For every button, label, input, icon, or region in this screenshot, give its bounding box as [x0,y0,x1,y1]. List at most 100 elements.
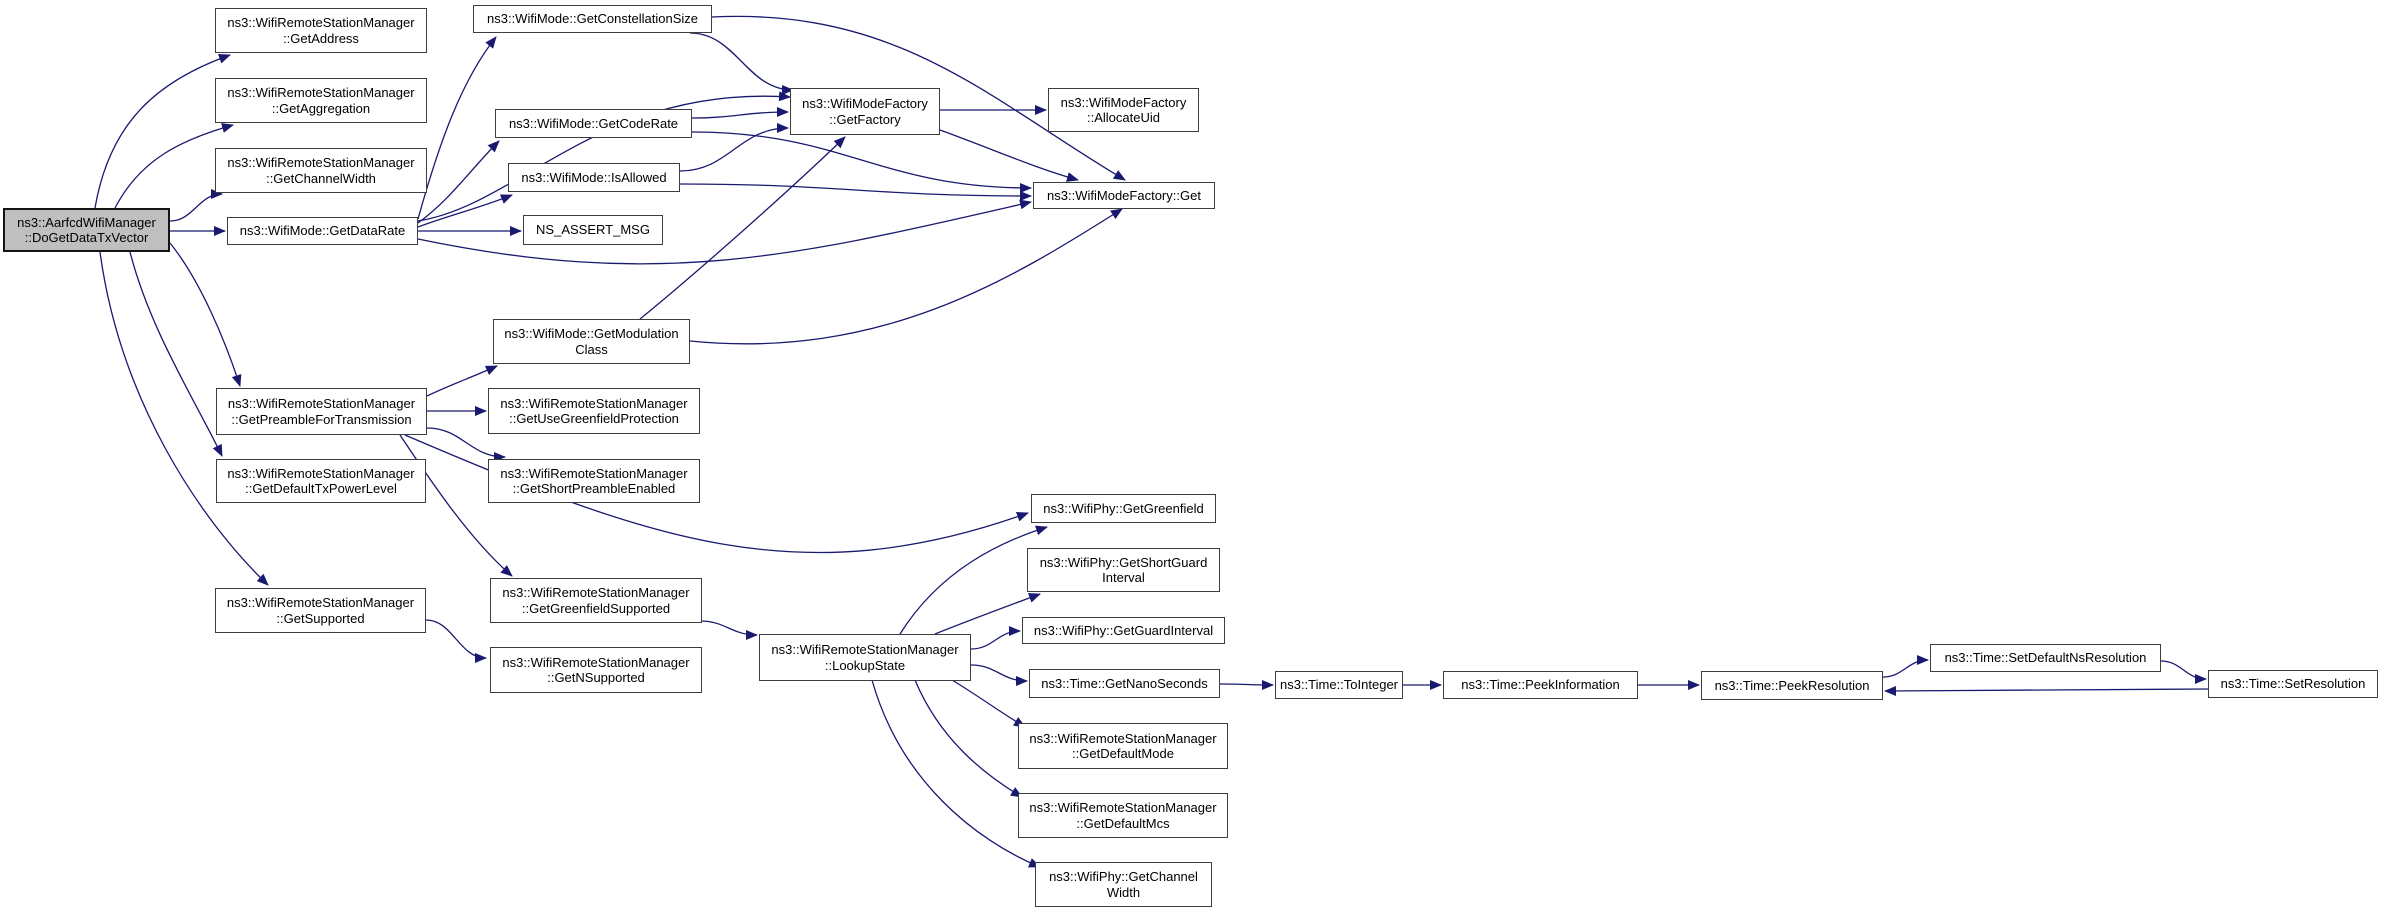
node-label: ns3::Time::ToInteger [1279,677,1398,693]
edge-root-sup [99,251,269,586]
node-label: Interval [1102,570,1145,585]
edge-ia-get [679,183,1032,201]
node-label: ::AllocateUid [1087,110,1160,125]
node-label: ns3::WifiMode::GetConstellationSize [487,11,698,27]
edge-ls-pchw [871,679,1041,868]
node-label: ns3::WifiPhy::GetChannel [1049,869,1198,884]
edge-dr-fac [417,91,791,222]
node-label: ::GetPreambleForTransmission [231,411,412,427]
node-fac[interactable]: ns3::WifiModeFactory::GetFactory [790,88,940,135]
node-spe[interactable]: ns3::WifiRemoteStationManager::GetShortP… [488,459,700,503]
node-nsup[interactable]: ns3::WifiRemoteStationManager::GetNSuppo… [490,647,702,693]
node-label: ns3::WifiModeFactory [802,96,928,111]
node-pre[interactable]: ns3::WifiRemoteStationManager::GetPreamb… [216,388,427,435]
node-label: ns3::Time::GetNanoSeconds [1041,675,1208,691]
node-ia[interactable]: ns3::WifiMode::IsAllowed [508,163,680,192]
edge-mc-fac [639,136,846,320]
node-get[interactable]: ns3::WifiModeFactory::Get [1033,182,1215,209]
node-dmcs[interactable]: ns3::WifiRemoteStationManager::GetDefaul… [1018,793,1228,838]
edge-ls-dmode [951,679,1026,728]
edge-ls-gf [899,525,1048,635]
edge-pre-gfs [399,434,513,577]
node-label: ns3::WifiRemoteStationManager [500,465,688,481]
node-label: Class [575,341,608,357]
node-label: ns3::Time::PeekResolution [1714,677,1870,693]
node-gi[interactable]: ns3::WifiPhy::GetGuardInterval [1022,617,1225,644]
edge-mc-get [689,208,1123,345]
node-label: ns3::WifiModeFactory::Get [1047,187,1201,203]
edge-sup-nsup [425,619,487,663]
node-label: ns3::WifiMode::GetModulation [504,326,679,341]
node-label: ns3::WifiMode::GetCodeRate [508,115,679,131]
node-am[interactable]: NS_ASSERT_MSG [523,215,663,245]
node-label: ::GetGreenfieldSupported [521,600,671,616]
edge-sres-pres [1884,685,2209,696]
node-label: ns3::WifiRemoteStationManager [1029,730,1217,746]
node-toint[interactable]: ns3::Time::ToInteger [1275,671,1403,699]
edge-dr-ia [417,194,513,228]
node-label: Width [1106,884,1141,900]
node-aggr[interactable]: ns3::WifiRemoteStationManager::GetAggreg… [215,78,427,123]
edge-cr-get [691,131,1032,193]
node-ls[interactable]: ns3::WifiRemoteStationManager::LookupSta… [759,634,971,681]
node-uid[interactable]: ns3::WifiModeFactory::AllocateUid [1048,88,1199,132]
edge-fac-get [939,129,1079,182]
edge-root-pre [169,242,242,387]
edge-root-addr [94,53,231,209]
node-label: ns3::WifiRemoteStationManager [771,642,959,657]
edge-dr-get [417,199,1032,265]
node-cs[interactable]: ns3::WifiMode::GetConstellationSize [473,5,712,33]
node-gfs[interactable]: ns3::WifiRemoteStationManager::GetGreenf… [490,578,702,623]
edge-nano-toint [1219,679,1274,690]
node-ugp[interactable]: ns3::WifiRemoteStationManager::GetUseGre… [488,388,700,434]
node-pres[interactable]: ns3::Time::PeekResolution [1701,671,1883,700]
node-label: ns3::WifiRemoteStationManager [502,585,690,600]
node-label: ns3::AarfcdWifiManager [17,214,156,230]
node-dtp[interactable]: ns3::WifiRemoteStationManager::GetDefaul… [216,459,426,503]
node-label: ::LookupState [824,657,906,673]
node-sres[interactable]: ns3::Time::SetResolution [2208,670,2378,698]
node-label: ::GetAddress [283,30,359,46]
node-label: ns3::WifiMode::IsAllowed [521,169,667,185]
node-label: ns3::WifiRemoteStationManager [500,395,688,411]
node-sdnr[interactable]: ns3::Time::SetDefaultNsResolution [1930,644,2161,672]
node-addr[interactable]: ns3::WifiRemoteStationManager::GetAddres… [215,8,427,53]
edge-cs-fac [689,32,794,95]
edge-pre-mc [426,365,498,397]
node-dmode[interactable]: ns3::WifiRemoteStationManager::GetDefaul… [1018,723,1228,769]
node-dr[interactable]: ns3::WifiMode::GetDataRate [227,217,418,245]
edge-pre-spe [426,427,506,462]
edge-ls-sgi [934,593,1041,635]
node-label: ::GetSupported [276,610,365,626]
node-label: ::GetNSupported [547,670,645,685]
edge-ls-gi [970,626,1021,650]
node-chw[interactable]: ns3::WifiRemoteStationManager::GetChanne… [215,148,427,193]
node-label: ns3::WifiRemoteStationManager [226,595,415,610]
node-gf[interactable]: ns3::WifiPhy::GetGreenfield [1031,494,1216,523]
node-pinfo[interactable]: ns3::Time::PeekInformation [1443,671,1638,699]
node-label: NS_ASSERT_MSG [536,222,650,238]
node-label: ns3::WifiRemoteStationManager [1029,800,1217,815]
node-label: ns3::Time::SetDefaultNsResolution [1944,650,2147,666]
node-cr[interactable]: ns3::WifiMode::GetCodeRate [495,109,692,138]
node-label: ::GetFactory [829,111,901,127]
node-label: ns3::WifiModeFactory [1060,94,1187,110]
edge-pres-sdnr [1882,655,1929,678]
node-label: ::GetDefaultMcs [1076,815,1170,831]
node-nano[interactable]: ns3::Time::GetNanoSeconds [1029,669,1220,698]
node-label: ns3::WifiPhy::GetGuardInterval [1033,622,1214,638]
node-label: ns3::WifiPhy::GetShortGuard [1039,554,1208,570]
edge-root-dtp [129,251,223,457]
node-label: ns3::WifiRemoteStationManager [227,15,415,30]
edge-sdnr-sres [2160,660,2207,684]
node-sup[interactable]: ns3::WifiRemoteStationManager::GetSuppor… [215,588,426,633]
edge-root-aggr [114,123,234,209]
edge-dr-cs [417,36,497,220]
edge-ls-nano [970,664,1028,686]
node-label: ns3::WifiRemoteStationManager [227,396,416,411]
